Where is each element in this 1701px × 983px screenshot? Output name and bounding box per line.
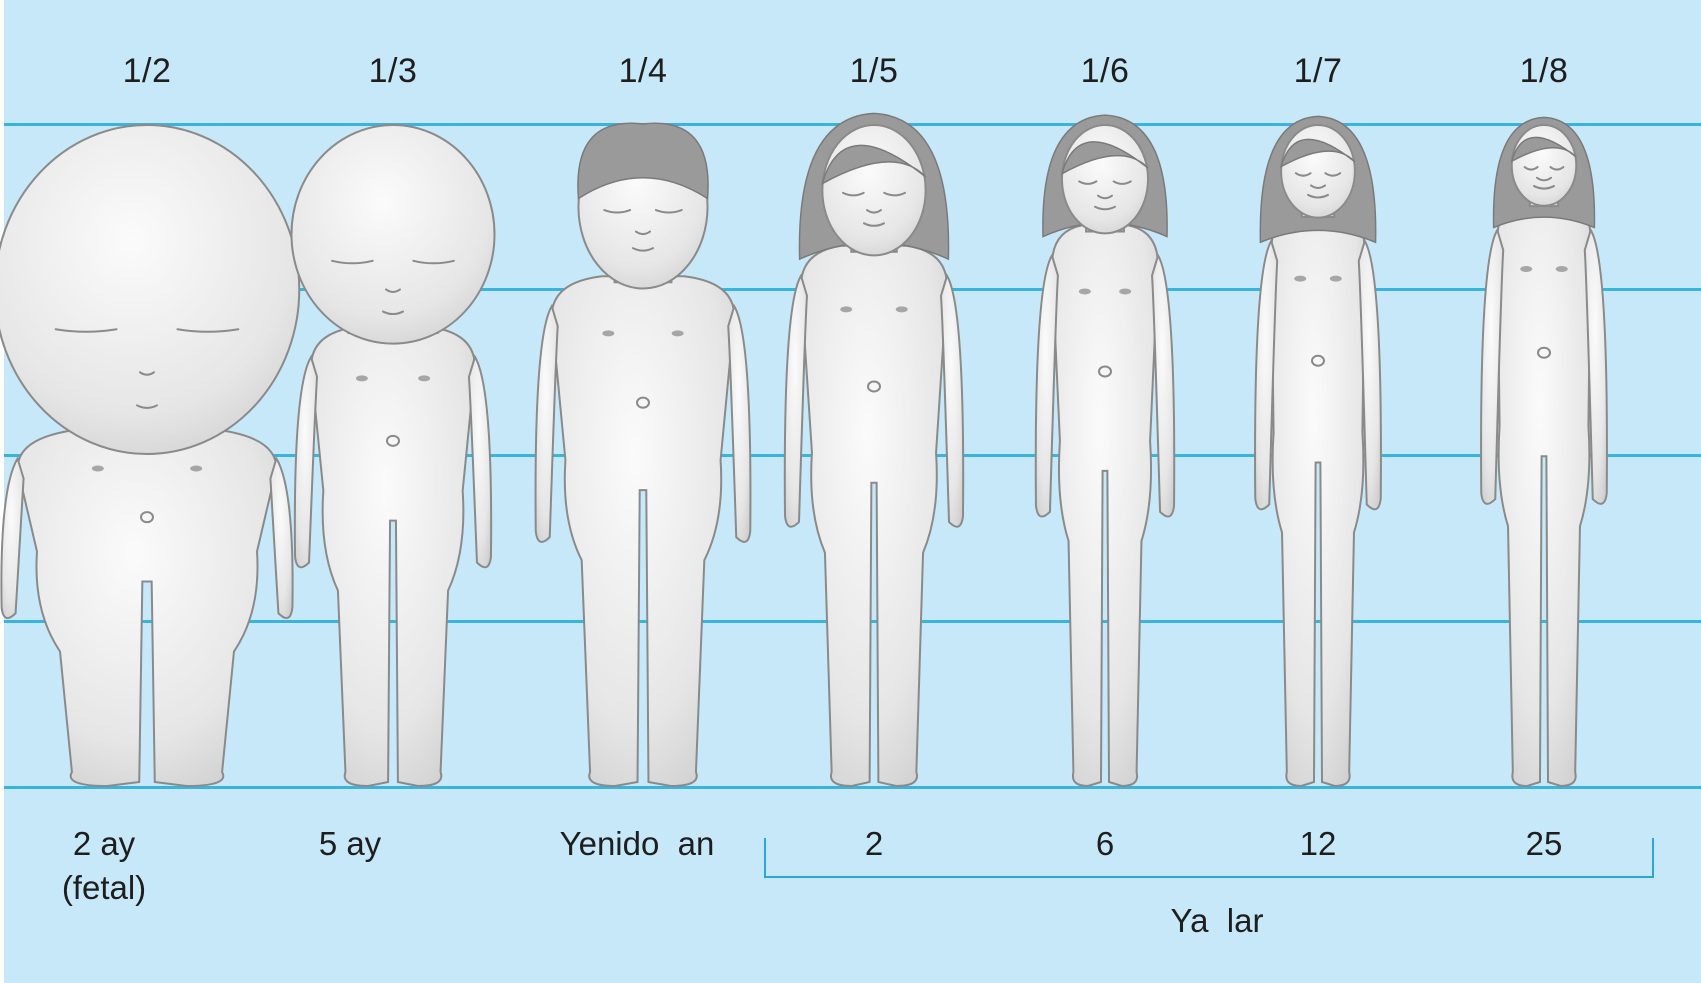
- ratio-label-age-25: 1/8: [1464, 52, 1624, 91]
- torso-and-legs: [801, 246, 947, 786]
- left-arm: [1036, 256, 1058, 517]
- torso-and-legs: [18, 429, 277, 786]
- head: [292, 125, 495, 344]
- age-group-bracket: [764, 838, 1654, 878]
- torso-and-legs: [311, 327, 475, 786]
- figure-fetus-2-months: [0, 125, 299, 786]
- ratio-label-age-2: 1/5: [794, 52, 954, 91]
- right-arm: [941, 276, 963, 527]
- age-label-newborn: Yenido an: [517, 822, 757, 866]
- figure-age-12: [1255, 116, 1381, 786]
- torso-and-legs: [1052, 226, 1158, 786]
- left-arm: [536, 306, 558, 542]
- figure-age-25: [1481, 117, 1607, 786]
- right-nipple: [1119, 288, 1131, 294]
- left-nipple: [1079, 288, 1091, 294]
- left-arm: [1, 459, 23, 619]
- figure-newborn: [536, 123, 751, 786]
- right-nipple: [896, 306, 908, 312]
- ratio-label-fetus-5m: 1/3: [313, 52, 473, 91]
- left-arm: [295, 357, 317, 567]
- right-arm: [728, 306, 750, 542]
- right-arm: [469, 357, 491, 567]
- ratio-label-fetus-2m: 1/2: [67, 52, 227, 91]
- torso-and-legs: [1497, 200, 1591, 786]
- head: [822, 125, 925, 255]
- age-group-label: Ya lar: [1117, 902, 1317, 940]
- head: [1062, 125, 1148, 233]
- right-arm: [270, 459, 292, 619]
- torso-and-legs: [552, 276, 735, 786]
- ratio-label-newborn: 1/4: [563, 52, 723, 91]
- right-nipple: [1330, 276, 1342, 282]
- ratio-label-age-6: 1/6: [1025, 52, 1185, 91]
- right-nipple: [1556, 266, 1568, 272]
- age-label-fetus-5m: 5 ay: [230, 822, 470, 866]
- left-nipple: [92, 466, 104, 472]
- left-arm: [785, 276, 807, 527]
- head: [0, 125, 299, 454]
- right-nipple: [190, 466, 202, 472]
- left-nipple: [356, 375, 368, 381]
- ratio-label-age-12: 1/7: [1238, 52, 1398, 91]
- left-nipple: [1520, 266, 1532, 272]
- age-label-fetus-2m: 2 ay (fetal): [0, 822, 224, 910]
- right-nipple: [672, 330, 684, 336]
- head: [1512, 125, 1577, 206]
- left-nipple: [840, 306, 852, 312]
- figure-fetus-5-months: [292, 125, 495, 786]
- figure-age-2: [785, 113, 963, 786]
- right-arm: [1152, 256, 1174, 517]
- left-nipple: [1294, 276, 1306, 282]
- left-nipple: [602, 330, 614, 336]
- torso-and-legs: [1271, 211, 1365, 786]
- figure-age-6: [1036, 115, 1174, 786]
- head: [1281, 125, 1355, 218]
- right-nipple: [418, 375, 430, 381]
